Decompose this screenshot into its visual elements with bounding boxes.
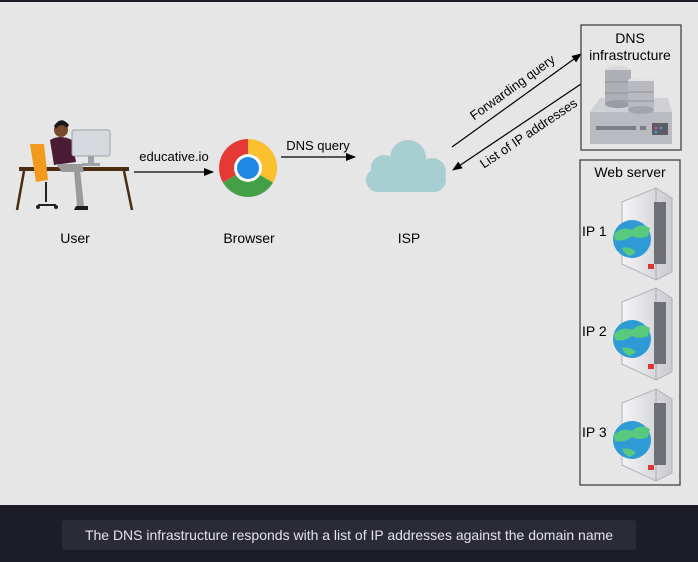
- edge-label-forwarding: Forwarding query: [467, 51, 558, 123]
- database-server-icon: [590, 66, 672, 144]
- isp-label: ISP: [398, 230, 421, 246]
- dns-infrastructure-box: [580, 24, 682, 151]
- edge-label-dns-query: DNS query: [286, 138, 350, 153]
- server-tower-globe-icon: [613, 388, 673, 482]
- dns-diagram: User educative.io Browser DNS query ISP …: [15, 24, 682, 486]
- chrome-logo-icon: [219, 139, 277, 197]
- user-label: User: [60, 230, 90, 246]
- arrow-dns-to-isp: [452, 83, 582, 171]
- server-2-label: IP 2: [582, 323, 607, 339]
- arrow-isp-to-dns: [451, 53, 582, 148]
- web-server-title: Web server: [594, 164, 666, 180]
- server-tower-globe-icon: [613, 187, 673, 281]
- server-3-label: IP 3: [582, 424, 607, 440]
- web-server-box: [579, 159, 681, 486]
- dns-title-line-2: infrastructure: [589, 47, 671, 63]
- edge-label-domain: educative.io: [139, 149, 208, 164]
- server-1-label: IP 1: [582, 223, 607, 239]
- cloud-icon: [366, 140, 446, 192]
- caption-bar: The DNS infrastructure responds with a l…: [0, 505, 698, 562]
- browser-label: Browser: [223, 230, 275, 246]
- dns-title-line-1: DNS: [615, 30, 645, 46]
- person-at-computer-icon: [15, 120, 134, 211]
- slide-caption: The DNS infrastructure responds with a l…: [62, 520, 636, 550]
- server-tower-globe-icon: [613, 287, 673, 381]
- diagram-canvas: User educative.io Browser DNS query ISP …: [0, 0, 698, 505]
